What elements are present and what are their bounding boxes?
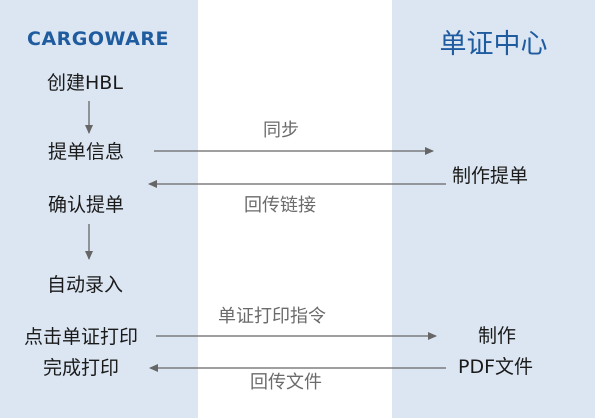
step-submit-info: 提单信息: [48, 141, 125, 163]
step-make: 制作: [478, 325, 517, 347]
document-center-title: 单证中心: [439, 29, 548, 60]
document-center-lane: [392, 0, 595, 418]
step-pdf-file: PDF文件: [458, 356, 534, 378]
message-return-link: 回传链接: [244, 195, 316, 216]
step-make-bl: 制作提单: [452, 165, 529, 187]
step-complete-print: 完成打印: [43, 357, 120, 379]
step-auto-entry: 自动录入: [47, 274, 124, 296]
message-return-file: 回传文件: [250, 372, 322, 393]
message-print-command: 单证打印指令: [218, 306, 326, 327]
cargoware-lane: [0, 0, 198, 418]
cargoware-logo: CARGOWARE: [27, 28, 169, 50]
message-sync: 同步: [263, 120, 299, 141]
step-click-print: 点击单证打印: [24, 326, 139, 348]
step-create-hbl: 创建HBL: [47, 72, 123, 94]
step-confirm-bl: 确认提单: [48, 194, 125, 216]
